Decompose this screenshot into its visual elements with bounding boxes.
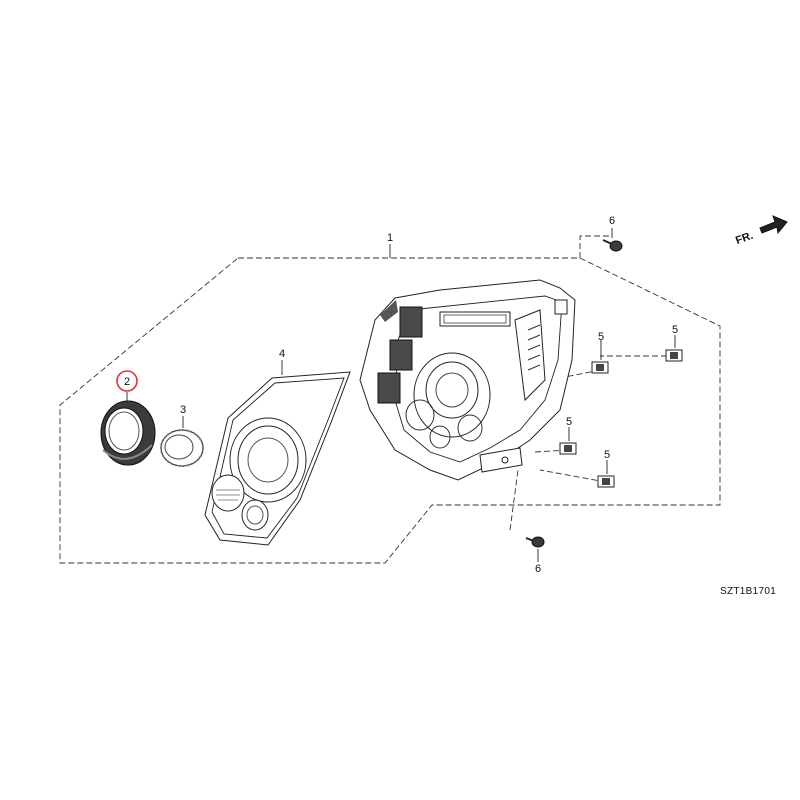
part-5-socket-c[interactable]: [559, 442, 577, 455]
front-direction-indicator: FR.: [734, 215, 788, 247]
highlight-ring: [116, 370, 138, 392]
part-5-socket-d[interactable]: [597, 475, 615, 488]
leader-5a: [559, 369, 601, 379]
callout-6b[interactable]: 6: [535, 563, 541, 575]
callout-2[interactable]: 2: [124, 376, 130, 388]
part-1-control-unit[interactable]: [359, 279, 576, 481]
part-2-knob-ring[interactable]: [100, 400, 156, 466]
part-3-ring[interactable]: [160, 429, 204, 467]
leader-5d: [539, 469, 607, 483]
callout-5b[interactable]: 5: [672, 324, 678, 336]
callout-5c[interactable]: 5: [566, 416, 572, 428]
leader-6-bottom: [509, 469, 519, 531]
assembly-boundary: [59, 257, 721, 564]
callout-6a[interactable]: 6: [609, 215, 615, 227]
leader-6-top: [579, 235, 610, 258]
fr-label: FR.: [734, 230, 755, 247]
diagram-code: SZT1B1701: [720, 586, 776, 597]
part-5-socket-b[interactable]: [665, 349, 683, 362]
callout-5d[interactable]: 5: [604, 449, 610, 461]
callout-3[interactable]: 3: [180, 404, 186, 416]
part-5-socket-a[interactable]: [591, 361, 609, 374]
callout-4[interactable]: 4: [279, 348, 285, 360]
part-6-screw-bottom[interactable]: [525, 536, 545, 548]
fr-arrow-icon: [759, 215, 788, 235]
callout-1[interactable]: 1: [387, 232, 393, 244]
part-4-panel[interactable]: [204, 371, 351, 546]
callout-5a[interactable]: 5: [598, 331, 604, 343]
part-6-screw-top[interactable]: [602, 239, 623, 252]
